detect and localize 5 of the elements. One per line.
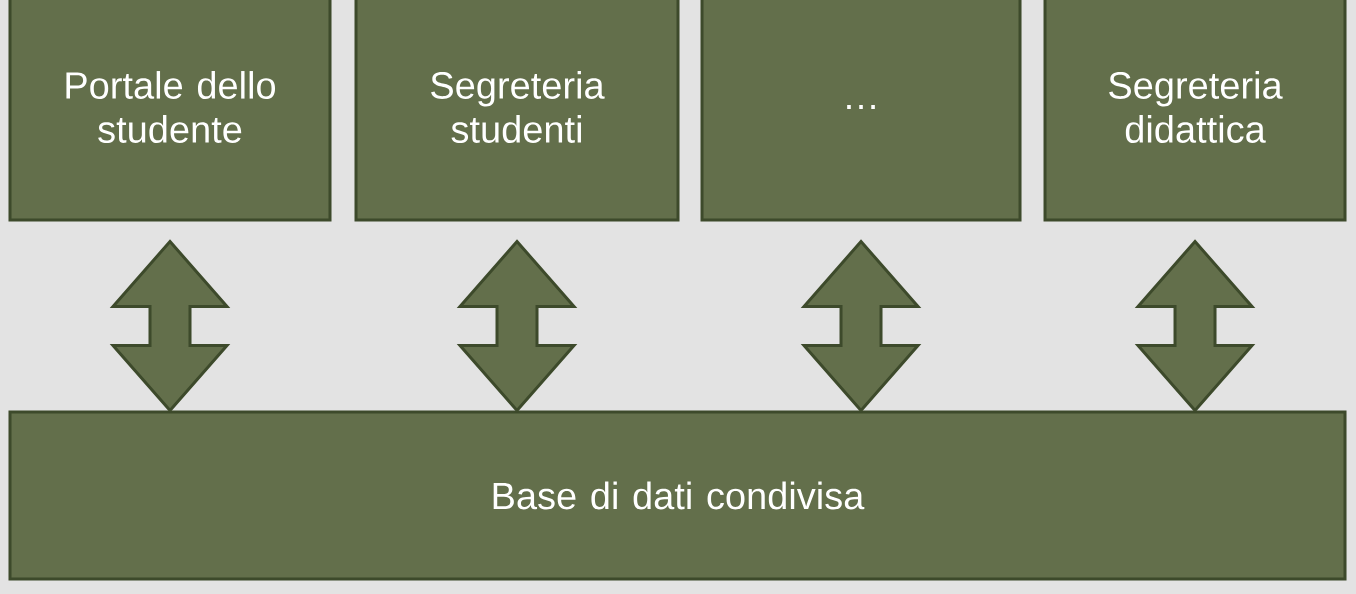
process-box: Segreteria didattica — [1043, 0, 1347, 222]
process-box: … — [700, 0, 1022, 222]
process-box: Segreteria studenti — [354, 0, 680, 222]
process-box: Portale dello studente — [8, 0, 332, 222]
process-box: Base di dati condivisa — [8, 410, 1347, 581]
